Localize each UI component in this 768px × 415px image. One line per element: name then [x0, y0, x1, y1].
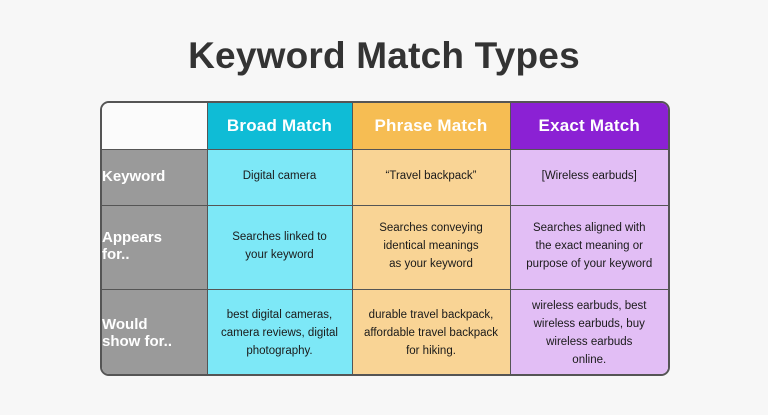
cell-line: [Wireless earbuds] — [541, 170, 637, 183]
header-broad-match: Broad Match — [206, 103, 353, 150]
header-exact-match: Exact Match — [509, 103, 668, 150]
cell-line: Searches conveying — [379, 222, 483, 235]
cell-line: as your keyword — [389, 257, 473, 270]
cell-appears-exact: Searches aligned with the exact meaning … — [509, 204, 668, 290]
row-label-line: Appears — [102, 229, 163, 247]
cell-line: “Travel backpack” — [385, 170, 477, 183]
cell-show-exact: wireless earbuds, best wireless earbuds,… — [509, 288, 668, 374]
cell-line: wireless earbuds — [546, 335, 633, 348]
cell-line: camera reviews, digital — [221, 326, 338, 339]
row-label-would-show-for: Would show for.. — [102, 288, 208, 374]
header-corner-blank — [102, 103, 208, 150]
table-row: Appears for.. Searches linked to your ke… — [102, 204, 668, 290]
table-row: Would show for.. best digital cameras, c… — [102, 288, 668, 374]
cell-keyword-exact: [Wireless earbuds] — [509, 148, 668, 206]
table-row: Keyword Digital camera “Travel backpack”… — [102, 148, 668, 206]
row-label-line: Would — [102, 315, 148, 333]
row-label-line: Keyword — [102, 167, 166, 185]
row-label-keyword: Keyword — [102, 148, 208, 206]
cell-keyword-phrase: “Travel backpack” — [351, 148, 511, 206]
cell-line: durable travel backpack, — [368, 309, 494, 322]
cell-line: Searches linked to — [232, 231, 327, 244]
table-header-row: Broad Match Phrase Match Exact Match — [102, 103, 668, 150]
page-title: Keyword Match Types — [188, 35, 580, 76]
cell-line: your keyword — [245, 249, 314, 261]
row-label-appears-for: Appears for.. — [102, 204, 208, 290]
cell-line: online. — [572, 353, 607, 366]
cell-line: the exact meaning or — [535, 240, 643, 253]
cell-appears-phrase: Searches conveying identical meanings as… — [351, 204, 511, 290]
keyword-match-types-table: Broad Match Phrase Match Exact Match Key… — [100, 101, 670, 376]
cell-line: for hiking. — [406, 344, 456, 357]
cell-show-phrase: durable travel backpack, affordable trav… — [351, 288, 511, 374]
row-label-line: show for.. — [102, 332, 173, 350]
comparison-table: Broad Match Phrase Match Exact Match Key… — [102, 103, 668, 374]
cell-line: photography. — [246, 344, 313, 357]
cell-line: wireless earbuds, best — [532, 300, 647, 313]
cell-line: identical meanings — [383, 240, 479, 253]
row-label-line: for.. — [102, 246, 130, 263]
cell-line: best digital cameras, — [226, 309, 333, 322]
cell-show-broad: best digital cameras, camera reviews, di… — [206, 288, 353, 374]
cell-line: Digital camera — [242, 170, 317, 183]
cell-appears-broad: Searches linked to your keyword — [206, 204, 353, 290]
cell-line: purpose of your keyword — [526, 257, 653, 270]
cell-line: wireless earbuds, buy — [533, 317, 645, 330]
header-phrase-match: Phrase Match — [351, 103, 511, 150]
cell-line: affordable travel backpack — [363, 326, 499, 339]
cell-line: Searches aligned with — [532, 222, 646, 235]
cell-keyword-broad: Digital camera — [206, 148, 353, 206]
